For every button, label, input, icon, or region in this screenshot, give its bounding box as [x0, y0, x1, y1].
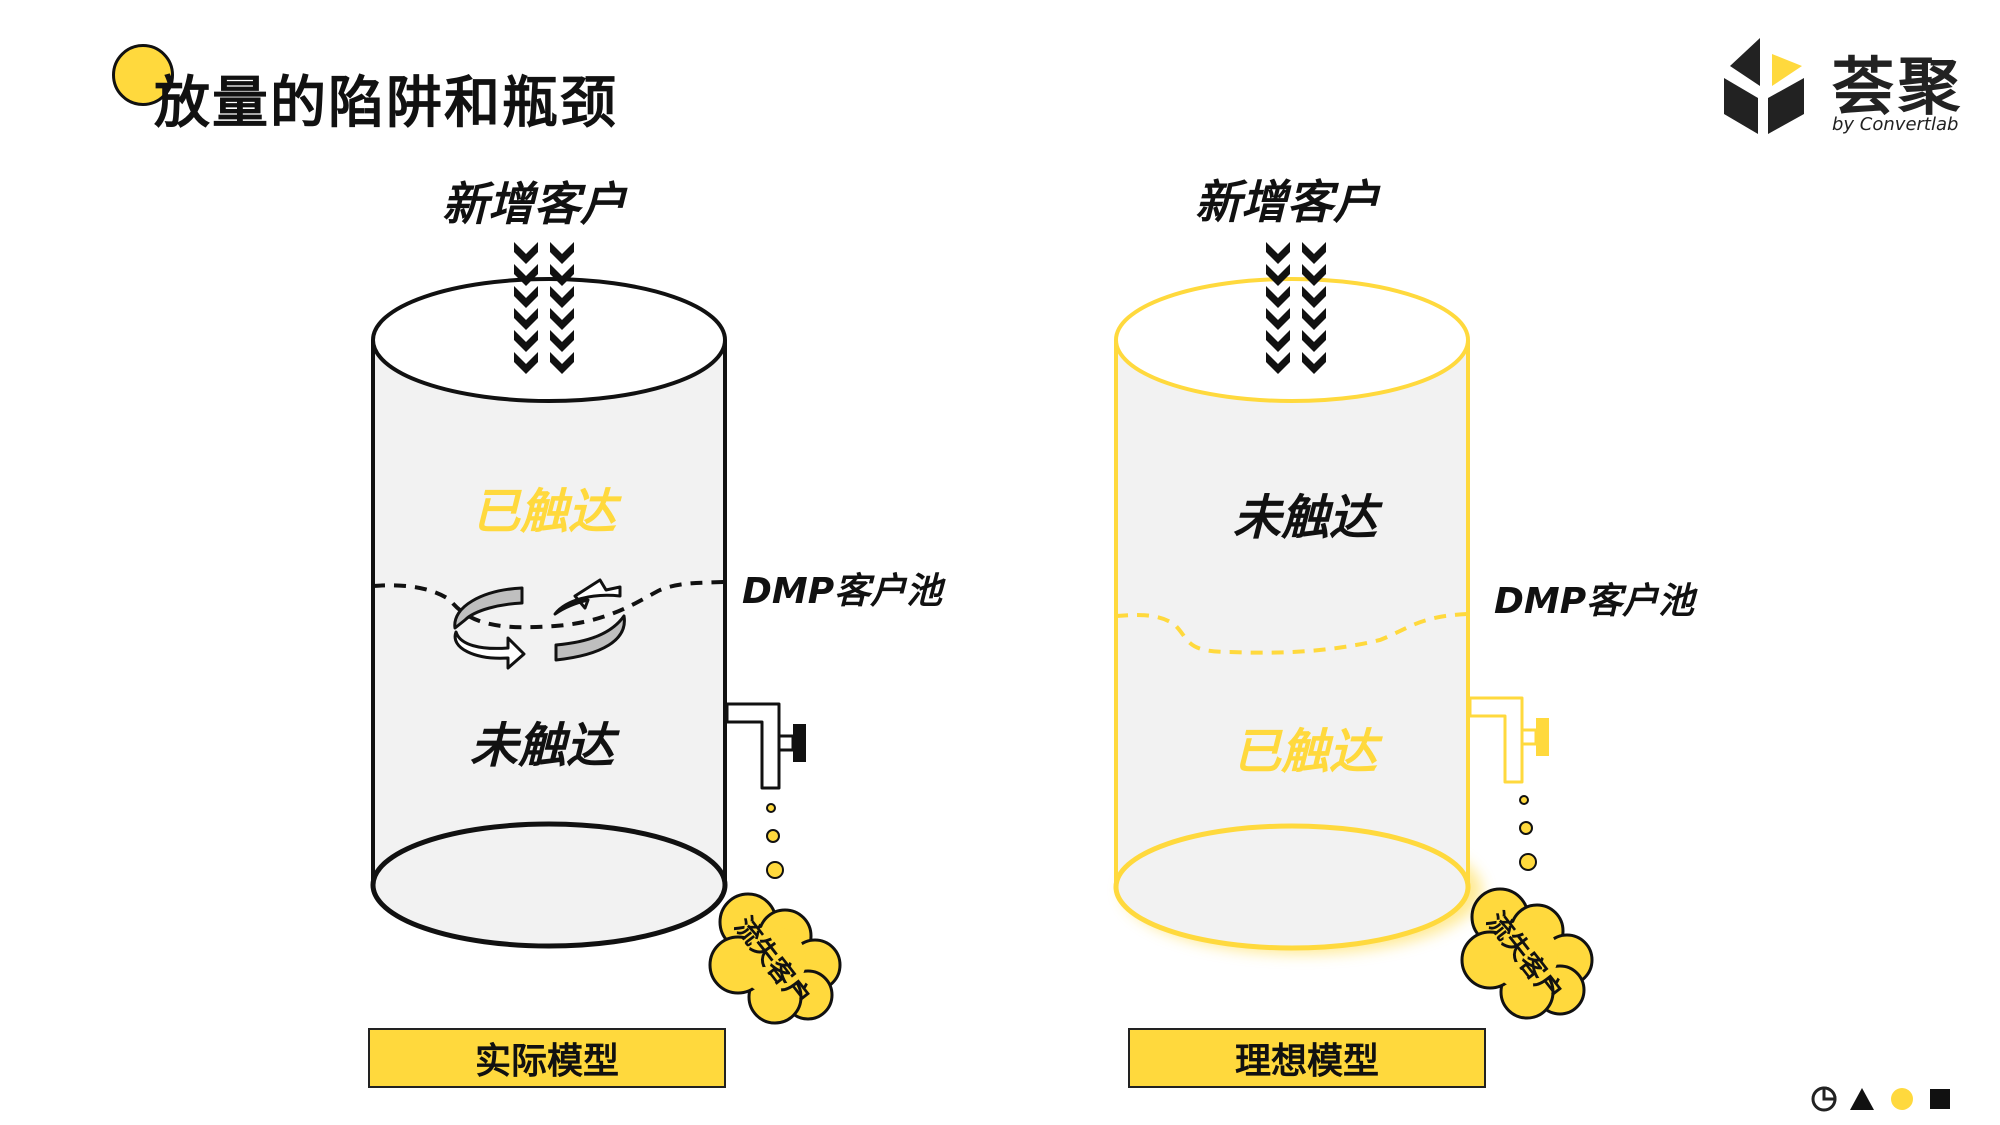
- left-tank: [370, 277, 728, 949]
- pie-icon: [1811, 1086, 1837, 1112]
- right-new-customer-label: 新增客户: [1195, 175, 1379, 229]
- square-icon: [1930, 1089, 1950, 1109]
- right-input-chevrons: [1266, 242, 1326, 374]
- right-drip-drops: [1519, 795, 1537, 871]
- right-faucet-icon: [1468, 696, 1549, 784]
- left-dmp-pool-label: DMP客户池: [742, 571, 943, 612]
- brand-subtitle: by Convertlab: [1832, 114, 1959, 135]
- triangle-icon: [1850, 1088, 1874, 1110]
- title-circle-decoration: [112, 44, 174, 106]
- right-churn-cloud: [1460, 887, 1594, 1020]
- left-model-caption: 实际模型: [368, 1028, 726, 1088]
- footer-shapes: [1811, 1086, 1950, 1112]
- right-dmp-pool-label: DMP客户池: [1494, 581, 1695, 622]
- rotation-arrows-icon: [453, 578, 626, 670]
- right-tank: [1113, 277, 1482, 954]
- left-lower-zone-label: 未触达: [470, 718, 615, 774]
- brand-name: 荟聚: [1832, 50, 1965, 123]
- right-lower-zone-label: 已触达: [1233, 724, 1378, 780]
- circle-icon: [1891, 1088, 1913, 1110]
- left-input-chevrons: [514, 242, 574, 374]
- left-upper-zone-label: 已触达: [472, 484, 617, 540]
- page-title: 放量的陷阱和瓶颈: [154, 71, 618, 136]
- left-drip-drops: [766, 803, 784, 879]
- page-title-group: 放量的陷阱和瓶颈: [108, 40, 808, 140]
- left-churn-cloud: [708, 892, 842, 1025]
- right-model-caption: 理想模型: [1128, 1028, 1486, 1088]
- brand-logo-icon: [1724, 38, 1804, 134]
- brand-logo: 荟聚 by Convertlab: [1720, 36, 1980, 146]
- left-new-customer-label: 新增客户: [442, 177, 626, 231]
- right-upper-zone-label: 未触达: [1233, 490, 1378, 546]
- left-faucet-icon: [725, 702, 806, 790]
